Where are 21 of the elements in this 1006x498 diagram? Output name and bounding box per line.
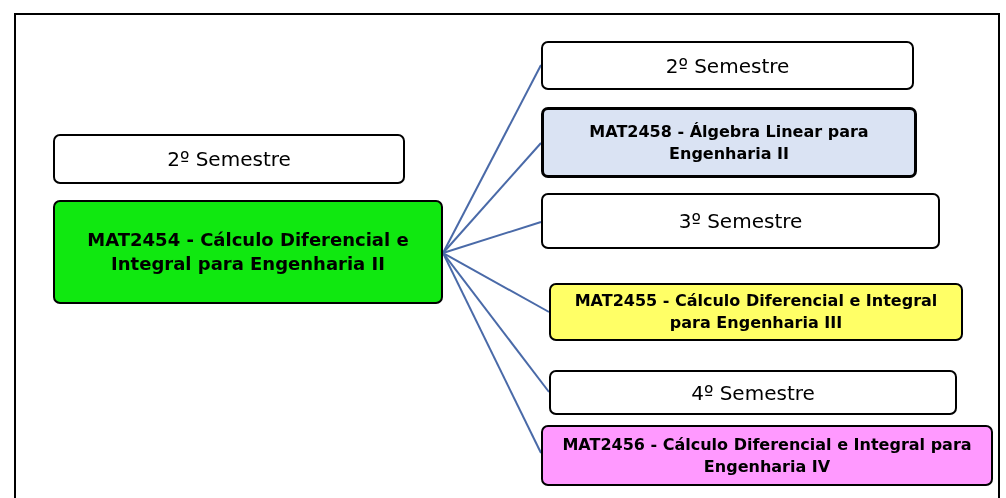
semester-label: 2º Semestre bbox=[665, 53, 790, 78]
semester-label: 3º Semestre bbox=[678, 209, 803, 233]
connector-line bbox=[442, 252, 550, 393]
connector-line bbox=[442, 252, 550, 313]
course-title: MAT2454 - Cálculo Diferencial e Integral para Engenharia II bbox=[86, 227, 410, 276]
semester-box bbox=[541, 193, 940, 249]
course-box bbox=[53, 200, 443, 304]
connector-line bbox=[442, 221, 542, 254]
course-box bbox=[549, 283, 963, 341]
course-title: MAT2456 - Cálculo Diferencial e Integral para Engenharia IV bbox=[561, 433, 973, 478]
semester-box bbox=[549, 370, 957, 415]
semester-label: 2º Semestre bbox=[167, 147, 291, 171]
connector-line bbox=[442, 142, 542, 254]
connector-line bbox=[442, 64, 542, 254]
semester-box bbox=[541, 41, 914, 90]
semester-label: 4º Semestre bbox=[691, 380, 815, 405]
semester-box bbox=[53, 134, 405, 184]
course-box bbox=[541, 107, 917, 178]
course-title: MAT2458 - Álgebra Linear para Engenharia II bbox=[588, 120, 870, 165]
course-box bbox=[541, 425, 993, 486]
course-title: MAT2455 - Cálculo Diferencial e Integral para Engenharia III bbox=[573, 290, 939, 334]
